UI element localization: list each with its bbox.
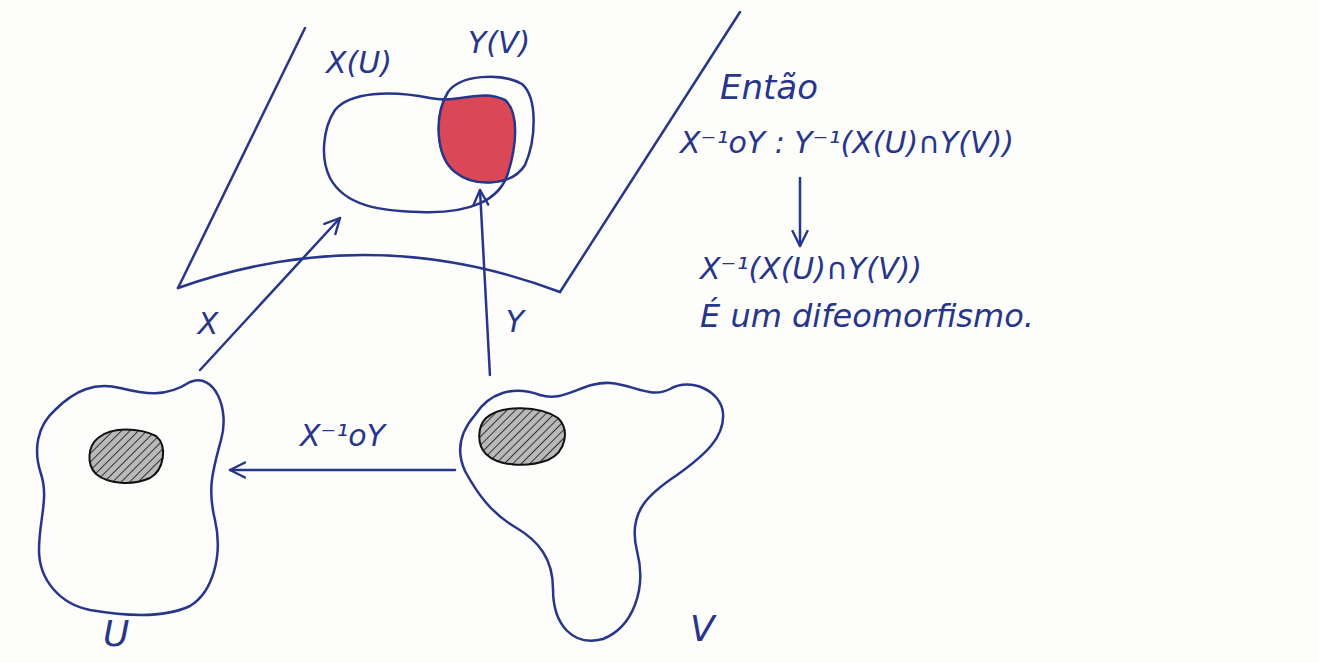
parameter-domain: U: [25, 370, 230, 650]
map-name: Y: [506, 305, 524, 340]
intersection-region: [439, 77, 534, 183]
conclusion-statement: É um difeomorfismo.: [700, 298, 1034, 335]
blob-outline: [455, 375, 730, 655]
preimage-region: [479, 408, 565, 465]
surface-edge: [178, 28, 305, 288]
chart-map-arrow: [480, 190, 490, 375]
maps-to-arrow: [799, 178, 802, 246]
blob-outline: [25, 370, 230, 650]
set-label: U: [103, 613, 129, 654]
blob-outline-path: [439, 77, 534, 183]
map-definition: X⁻¹oY : Y⁻¹(X(U)∩Y(V)): [680, 126, 1014, 161]
blob-outline-path: [460, 383, 723, 641]
surface-edge: [178, 255, 560, 292]
blob-outline-path: [324, 94, 515, 213]
blob-outline: [430, 70, 540, 190]
map-codomain: X⁻¹(X(U)∩Y(V)): [700, 252, 922, 287]
conclusion-word: Então: [720, 68, 818, 107]
intersection-fill: [439, 77, 534, 183]
chart-map-arrow: [200, 218, 340, 370]
blob-outline: [320, 88, 520, 218]
map-name: X⁻¹oY: [300, 419, 385, 454]
chart-image-region: Y(V): [430, 70, 540, 190]
set-label: Y(V): [468, 26, 530, 61]
chart-map-arrow: [230, 469, 455, 472]
blob-outline-path: [37, 380, 224, 614]
map-name: X: [198, 307, 219, 342]
preimage-region: [89, 430, 163, 483]
parameter-domain: V: [455, 375, 730, 655]
chart-image-region: X(U): [320, 88, 520, 218]
set-label: X(U): [326, 46, 392, 81]
set-label: V: [690, 608, 715, 649]
